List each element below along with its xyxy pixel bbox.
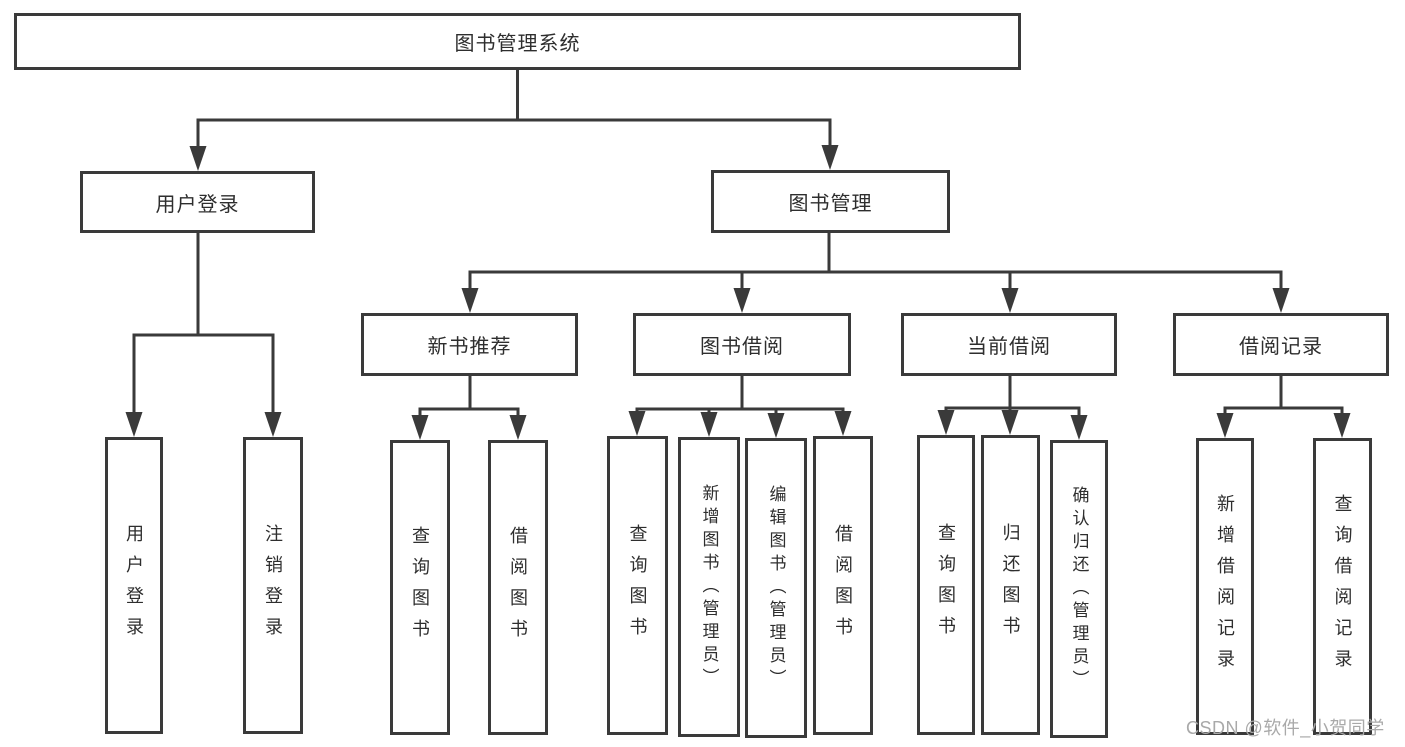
arrowhead [509, 415, 527, 440]
node-leaf-logout: 注销登录 [243, 437, 303, 734]
edge-currentborrow-to-leaves [944, 376, 1081, 416]
arrowhead [189, 146, 207, 171]
node-label: 用户登录 [155, 193, 240, 216]
edge-bookborrow-to-leaves [635, 376, 845, 414]
arrowhead [1333, 413, 1351, 438]
node-label: 新增图书（管理员） [699, 483, 719, 691]
node-leaf-return-books: 归还图书 [981, 435, 1040, 735]
arrowhead [1272, 288, 1290, 313]
node-label: 注销登录 [263, 523, 283, 648]
node-book-borrowing: 图书借阅 [633, 313, 851, 376]
arrowhead [821, 145, 839, 170]
node-user-login-branch: 用户登录 [80, 171, 315, 233]
node-leaf-query-books-3: 查询图书 [917, 435, 975, 735]
node-label: 确认归还（管理员） [1069, 485, 1089, 693]
node-label: 归还图书 [1000, 523, 1021, 647]
node-current-borrowing: 当前借阅 [901, 313, 1117, 376]
node-leaf-add-books-admin: 新增图书（管理员） [678, 437, 740, 737]
node-label: 新增借阅记录 [1215, 493, 1235, 680]
node-borrowing-records: 借阅记录 [1173, 313, 1389, 376]
node-label: 图书管理系统 [454, 33, 581, 55]
arrowhead [767, 413, 785, 438]
node-book-management: 图书管理 [711, 170, 950, 233]
arrowhead [733, 288, 751, 313]
node-label: 查询图书 [627, 523, 648, 648]
node-leaf-borrow-books-1: 借阅图书 [488, 440, 548, 735]
arrowhead [1001, 410, 1019, 435]
node-leaf-user-login: 用户登录 [105, 437, 163, 734]
arrowhead [937, 410, 955, 435]
arrowhead [700, 412, 718, 437]
node-label: 借阅图书 [508, 525, 528, 650]
arrowhead [461, 288, 479, 313]
node-label: 图书借阅 [700, 336, 784, 358]
node-label: 用户登录 [124, 523, 144, 648]
csdn-watermark: CSDN @软件_小贺同学 [1186, 718, 1385, 738]
node-library-management-system: 图书管理系统 [14, 13, 1021, 70]
arrowhead [1070, 415, 1088, 440]
edge-newbookrec-to-leaves [418, 376, 520, 416]
edge-bookmgmt-to-level3 [468, 233, 1283, 289]
node-label: 查询图书 [936, 523, 956, 647]
node-label: 图书管理 [788, 193, 873, 215]
node-leaf-query-books-2: 查询图书 [607, 436, 668, 735]
edge-borrowrecords-to-leaves [1223, 376, 1344, 414]
edge-userlogin-to-leaves [132, 233, 275, 413]
node-leaf-borrow-books-2: 借阅图书 [813, 436, 873, 735]
node-label: 借阅记录 [1239, 336, 1323, 358]
node-label: 查询图书 [410, 525, 430, 650]
node-leaf-add-borrow-record: 新增借阅记录 [1196, 438, 1254, 735]
node-new-book-recommend: 新书推荐 [361, 313, 578, 376]
node-label: 新书推荐 [427, 336, 512, 358]
arrowhead [1001, 288, 1019, 313]
arrowhead [125, 412, 143, 437]
node-label: 查询借阅记录 [1332, 493, 1353, 680]
arrowhead [411, 415, 429, 440]
node-label: 当前借阅 [967, 336, 1051, 358]
arrowhead [628, 411, 646, 436]
node-leaf-query-books-1: 查询图书 [390, 440, 450, 735]
node-leaf-query-borrow-record: 查询借阅记录 [1313, 438, 1372, 735]
node-leaf-edit-books-admin: 编辑图书（管理员） [745, 438, 807, 738]
node-label: 编辑图书（管理员） [766, 484, 786, 692]
node-leaf-confirm-return-admin: 确认归还（管理员） [1050, 440, 1108, 738]
node-label: 借阅图书 [833, 523, 853, 648]
edge-root-to-level2 [196, 70, 832, 147]
arrowhead [264, 412, 282, 437]
arrowhead [1216, 413, 1234, 438]
arrowhead [834, 411, 852, 436]
